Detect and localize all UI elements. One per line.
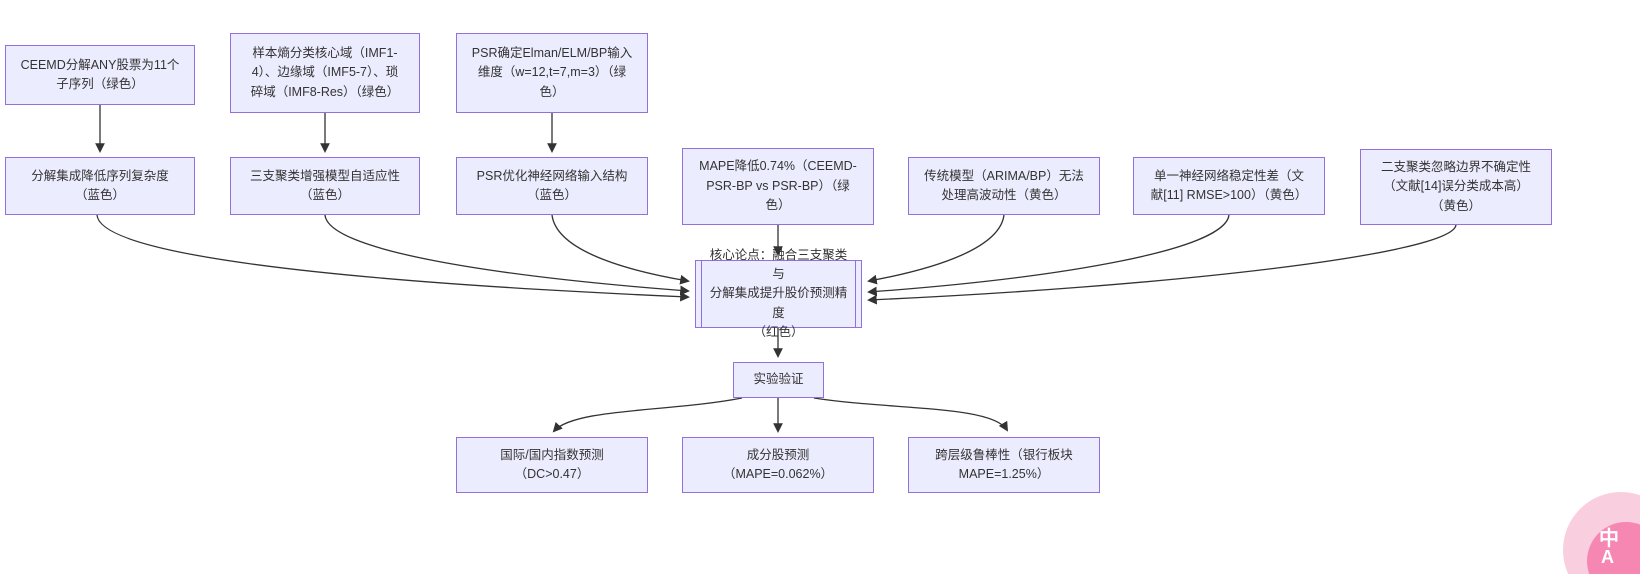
node-experiment-validation: 实验验证 xyxy=(733,362,824,398)
translate-icon-en: A xyxy=(1601,547,1614,567)
node-decomposition-benefit: 分解集成降低序列复杂度 （蓝色） xyxy=(5,157,195,215)
edge-experiment-robustness xyxy=(813,397,1009,432)
node-robustness: 跨层级鲁棒性（银行板块 MAPE=1.25%） xyxy=(908,437,1100,493)
node-index-prediction: 国际/国内指数预测 （DC>0.47） xyxy=(456,437,648,493)
translate-icon: 中 A xyxy=(1599,528,1619,567)
node-core-thesis: 核心论点：融合三支聚类与 分解集成提升股价预测精度 （红色） xyxy=(695,248,862,339)
edge-twoway-core xyxy=(867,224,1457,305)
subroutine-side-bars xyxy=(701,261,856,327)
edge-traditional-core xyxy=(867,214,1005,285)
node-sample-entropy: 样本熵分类核心域（IMF1- 4）、边缘域（IMF5-7）、琐 碎域（IMF8-… xyxy=(230,33,420,113)
edge-threeway-core xyxy=(324,214,690,296)
node-mape-improvement: MAPE降低0.74%（CEEMD- PSR-BP vs PSR-BP）（绿 色… xyxy=(682,148,874,225)
translate-badge-inner: 中 A xyxy=(1587,522,1640,574)
node-core-thesis-label: 核心论点：融合三支聚类与 分解集成提升股价预测精度 （红色） xyxy=(709,247,848,340)
translate-badge[interactable]: 中 A xyxy=(1563,492,1640,574)
node-psr-dimension: PSR确定Elman/ELM/BP输入 维度（w=12,t=7,m=3）（绿 色… xyxy=(456,33,648,113)
edge-singlenn-core xyxy=(867,214,1230,297)
node-psr-optimization: PSR优化神经网络输入结构 （蓝色） xyxy=(456,157,648,215)
translate-icon-zh: 中 xyxy=(1599,528,1619,550)
node-three-way-clustering: 三支聚类增强模型自适应性 （蓝色） xyxy=(230,157,420,215)
node-stock-prediction: 成分股预测 （MAPE=0.062%） xyxy=(682,437,874,493)
node-single-nn-limitation: 单一神经网络稳定性差（文 献[11] RMSE>100）（黄色） xyxy=(1133,157,1325,215)
edge-psropt-core xyxy=(551,214,690,285)
edge-experiment-index xyxy=(552,397,743,433)
node-ceemd: CEEMD分解ANY股票为11个 子序列（绿色） xyxy=(5,45,195,105)
node-traditional-limitation: 传统模型（ARIMA/BP）无法 处理高波动性（黄色） xyxy=(908,157,1100,215)
node-two-way-limitation: 二支聚类忽略边界不确定性 （文献[14]误分类成本高） （黄色） xyxy=(1360,149,1552,225)
edge-decomp-core xyxy=(96,214,690,302)
